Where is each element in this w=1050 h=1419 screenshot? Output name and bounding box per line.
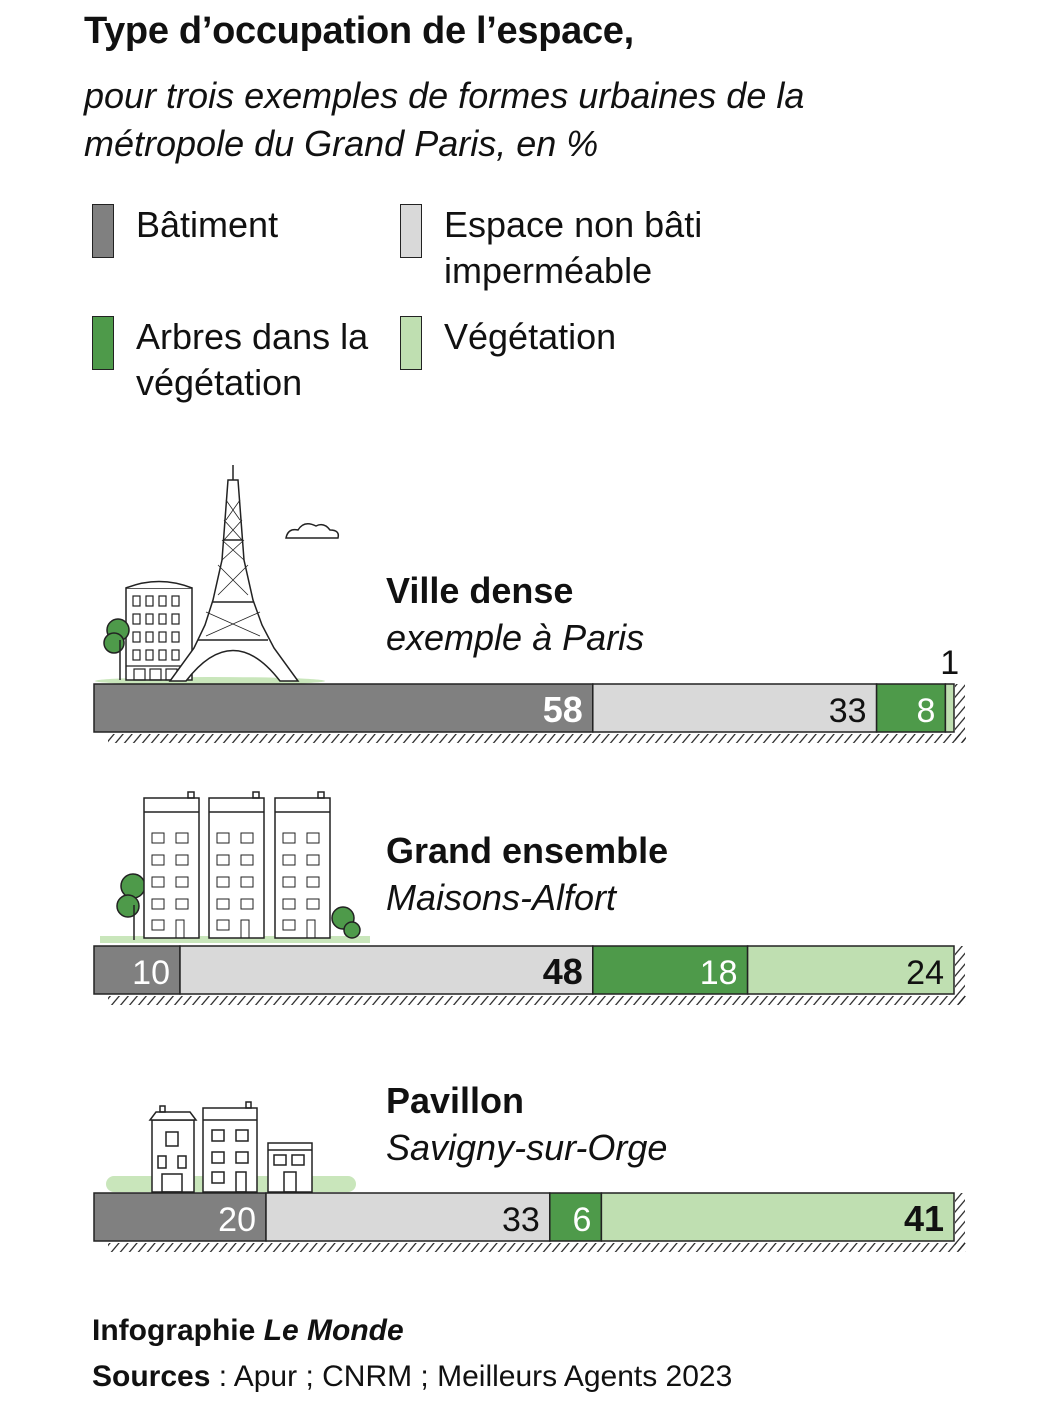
- bar-segment: [592, 945, 749, 995]
- pavillon-illustration: [106, 1101, 356, 1193]
- legend-item-espace-non-bati: Espace non bâti imperméable: [400, 202, 774, 294]
- category-subtitle: Savigny-sur-Orge: [386, 1127, 668, 1168]
- bar-segment: [600, 1192, 955, 1242]
- ground-hatch: [955, 1193, 965, 1251]
- bar-value-label: 6: [572, 1201, 591, 1239]
- legend-swatch-batiment: [92, 204, 114, 258]
- paris-illustration: [95, 465, 340, 685]
- legend-item-vegetation: Végétation: [400, 314, 744, 370]
- bar-segment: [93, 683, 594, 733]
- legend-swatch-espace-non-bati: [400, 204, 422, 258]
- bar-segment: [944, 683, 955, 733]
- bar-segment: [93, 945, 181, 995]
- chart-subtitle: pour trois exemples de formes urbaines d…: [84, 75, 805, 164]
- legend-swatch-vegetation: [400, 316, 422, 370]
- legend-label: Bâtiment: [136, 204, 279, 245]
- ground-hatch: [955, 946, 965, 1004]
- sources-text: : Apur ; CNRM ; Meilleurs Agents 2023: [210, 1360, 733, 1393]
- bar-value-label: 8: [916, 692, 935, 730]
- legend-label: Arbres dans la végétation: [136, 316, 369, 403]
- bar-value-label: 1: [940, 644, 959, 682]
- credit-name: Le Monde: [263, 1314, 404, 1347]
- bar-value-label: 58: [543, 689, 583, 730]
- sources-label: Sources: [92, 1360, 211, 1393]
- category-name: Pavillon: [386, 1080, 525, 1121]
- chart-title: Type d’occupation de l’espace,: [84, 10, 634, 52]
- bar-segment: [746, 945, 955, 995]
- bar-segment: [93, 1192, 267, 1242]
- bar-segment: [265, 1192, 551, 1242]
- bar-value-label: 33: [829, 692, 867, 730]
- category-subtitle: Maisons-Alfort: [386, 877, 617, 918]
- bar-value-label: 20: [218, 1201, 256, 1239]
- ground-hatch: [108, 996, 966, 1005]
- credit-prefix: Infographie: [92, 1314, 256, 1347]
- bar-value-label: 48: [543, 951, 583, 992]
- bar-value-label: 33: [502, 1201, 540, 1239]
- bar-value-label: 41: [904, 1198, 944, 1239]
- bar-segment: [592, 683, 878, 733]
- legend-label: Espace non bâti imperméable: [444, 204, 703, 291]
- bar-segment: [179, 945, 594, 995]
- bar-segment: [549, 1192, 603, 1242]
- legend-label: Végétation: [444, 316, 617, 357]
- ground-hatch: [108, 1243, 966, 1252]
- category-name: Ville dense: [386, 570, 574, 611]
- footer-sources: Sources : Apur ; CNRM ; Meilleurs Agents…: [92, 1360, 732, 1394]
- bar-segment: [875, 683, 947, 733]
- legend-item-arbres: Arbres dans la végétation: [92, 314, 376, 406]
- legend-item-batiment: Bâtiment: [92, 202, 436, 258]
- bar-value-label: 10: [132, 954, 170, 992]
- bar-value-label: 18: [700, 954, 738, 992]
- ground-hatch: [108, 734, 966, 743]
- grand-ensemble-illustration: [100, 791, 370, 943]
- category-subtitle: exemple à Paris: [386, 617, 645, 658]
- ground-hatch: [955, 684, 965, 742]
- footer-credit: Infographie Le Monde: [92, 1314, 404, 1348]
- category-name: Grand ensemble: [386, 830, 669, 871]
- legend-swatch-arbres: [92, 316, 114, 370]
- bar-value-label: 24: [906, 954, 944, 992]
